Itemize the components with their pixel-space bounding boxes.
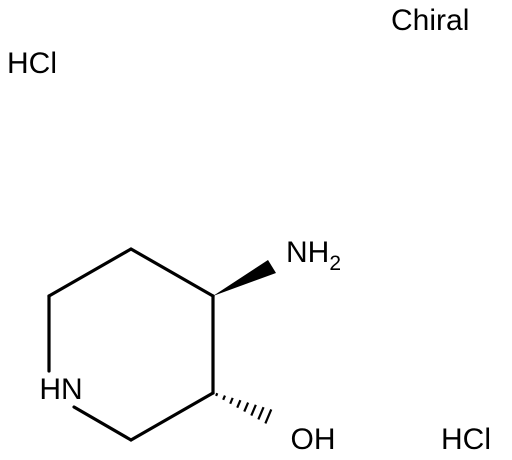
chiral-label: Chiral bbox=[391, 4, 469, 37]
wedge-bond-nh2 bbox=[213, 260, 276, 296]
hash-segment bbox=[236, 399, 242, 409]
piperidine-ring bbox=[47, 247, 215, 442]
bond-c1-n bbox=[72, 405, 133, 442]
hashed-bond-oh bbox=[215, 392, 273, 424]
oh-label: OH bbox=[291, 423, 336, 456]
nh2-label: NH2 bbox=[286, 236, 341, 275]
hash-segment bbox=[257, 406, 265, 420]
bond-c4-c3 bbox=[129, 247, 215, 298]
hash-segment bbox=[243, 402, 250, 413]
hash-segment bbox=[229, 397, 234, 405]
hash-segment bbox=[250, 404, 257, 416]
nh2-main: NH bbox=[286, 236, 329, 269]
hash-segment bbox=[215, 392, 219, 397]
hn-label: HN bbox=[39, 373, 82, 406]
bond-c2-c1 bbox=[129, 391, 215, 442]
bond-c5-c4 bbox=[47, 247, 133, 298]
hcl-label-bottom: HCl bbox=[441, 423, 491, 456]
hash-segment bbox=[222, 395, 226, 401]
hash-segment bbox=[264, 409, 273, 424]
hcl-label-top: HCl bbox=[7, 47, 57, 80]
nh2-subscript: 2 bbox=[329, 252, 341, 275]
